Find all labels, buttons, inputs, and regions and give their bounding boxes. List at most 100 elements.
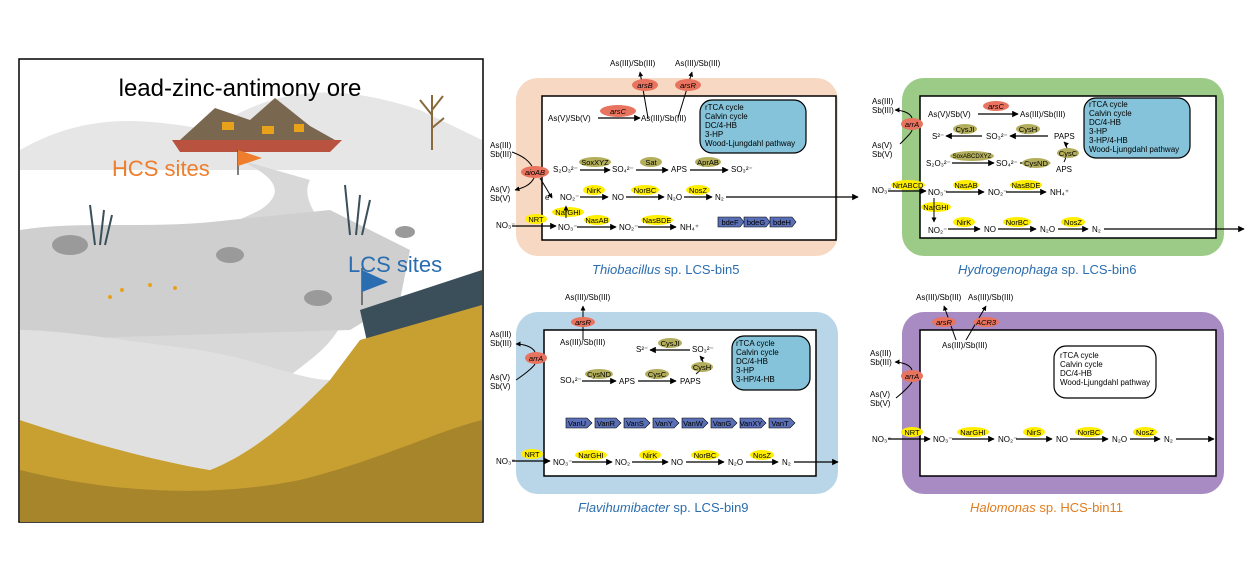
svg-text:SoxXYZ: SoxXYZ [581, 158, 609, 167]
gene-arsC [600, 105, 636, 117]
panel-flavihumibacter: rTCA cycle Calvin cycle DC/4-HB 3-HP 3-H… [490, 293, 839, 515]
svg-text:As(V)Sb(V): As(V)Sb(V) [870, 390, 891, 408]
svg-text:NorBC: NorBC [1006, 218, 1029, 227]
svg-text:S²⁻: S²⁻ [636, 345, 648, 354]
svg-text:NosZ: NosZ [753, 451, 771, 460]
svg-text:bdeF: bdeF [721, 218, 739, 227]
svg-text:PAPS: PAPS [680, 377, 701, 386]
lcs-sites-label: LCS sites [348, 252, 442, 277]
svg-text:NRT: NRT [904, 428, 920, 437]
gene-NarGHI [552, 207, 584, 217]
van-gene-arrow [768, 417, 796, 429]
svg-text:NO₂: NO₂ [615, 458, 630, 467]
svg-text:NosZ: NosZ [689, 186, 707, 195]
gene-arrA [901, 370, 923, 382]
svg-text:CysND: CysND [587, 370, 611, 379]
gene-NasAB [584, 215, 610, 225]
gene-arsB [632, 79, 658, 91]
gene-CysH [691, 362, 713, 372]
svg-text:S₂O₃²⁻: S₂O₃²⁻ [926, 159, 951, 168]
svg-text:N₂: N₂ [782, 458, 791, 467]
svg-text:NO₂⁻: NO₂⁻ [928, 226, 947, 235]
svg-text:NH₄⁺: NH₄⁺ [1050, 188, 1069, 197]
van-gene-arrow [710, 417, 738, 429]
svg-text:SO₄²⁻: SO₄²⁻ [612, 165, 634, 174]
gene-NasAB [953, 180, 979, 190]
gene-NarGHI [957, 427, 989, 437]
svg-text:arsR: arsR [575, 318, 591, 327]
gene-NirK [639, 450, 661, 460]
gene-arsR [932, 317, 956, 327]
svg-text:APS: APS [671, 165, 687, 174]
svg-text:CysND: CysND [1024, 159, 1048, 168]
svg-text:NasBDE: NasBDE [1012, 181, 1041, 190]
svg-text:CysJI: CysJI [956, 125, 975, 134]
gene-CysC [645, 369, 669, 379]
van-gene-arrow [652, 417, 680, 429]
gene-NorBC [631, 185, 659, 195]
svg-text:NO: NO [1056, 435, 1068, 444]
svg-text:NarGHI: NarGHI [923, 203, 948, 212]
gene-NorBC [691, 450, 719, 460]
svg-text:N₂: N₂ [1164, 435, 1173, 444]
svg-text:SO₃²⁻: SO₃²⁻ [692, 345, 714, 354]
svg-text:arsC: arsC [610, 107, 626, 116]
svg-text:As(III)/Sb(III): As(III)/Sb(III) [968, 293, 1014, 302]
svg-text:NRT: NRT [524, 450, 540, 459]
svg-text:NasAB: NasAB [585, 216, 608, 225]
svg-text:NO: NO [671, 458, 683, 467]
svg-text:APS: APS [1056, 165, 1072, 174]
van-gene-arrow [681, 417, 709, 429]
gene-NasBDE [641, 215, 673, 225]
gene-CysJI [953, 124, 977, 134]
lcs-flag-icon [361, 268, 388, 305]
svg-text:As(III)Sb(III): As(III)Sb(III) [872, 97, 894, 115]
hcs-flag-icon [237, 150, 262, 175]
rock-icon [304, 290, 332, 306]
gene-NRT [525, 214, 547, 224]
van-gene-label: VanT [771, 419, 789, 428]
svg-text:NO₃⁻: NO₃⁻ [553, 458, 572, 467]
panel-hydrogenophaga: rTCA cycle Calvin cycle DC/4-HB 3-HP 3-H… [872, 78, 1245, 277]
gene-NarGHI [575, 450, 607, 460]
svg-text:As(V)/Sb(V): As(V)/Sb(V) [548, 114, 591, 123]
bde-gene-cluster: bdeF bdeG bdeH [717, 216, 797, 228]
gene-CysJI [658, 338, 682, 348]
reed-icon [89, 184, 371, 246]
svg-text:arrA: arrA [905, 372, 919, 381]
gene-CysC [1057, 148, 1079, 158]
svg-text:NO₂⁻: NO₂⁻ [619, 223, 638, 232]
svg-text:PAPS: PAPS [1054, 132, 1075, 141]
pathway-box [1053, 345, 1157, 399]
svg-text:NirK: NirK [957, 218, 972, 227]
panel-halomonas: rTCA cycle Calvin cycle DC/4-HB Wood-Lju… [870, 293, 1224, 515]
gene-NRT [521, 449, 543, 459]
van-gene-label: VanG [713, 419, 732, 428]
gene-NorBC [1075, 427, 1103, 437]
van-gene-label: VanXY [740, 419, 763, 428]
svg-text:arsC: arsC [988, 102, 1004, 111]
svg-text:NRT: NRT [528, 215, 544, 224]
gene-aioAB [521, 166, 549, 178]
svg-text:As(III)/Sb(III): As(III)/Sb(III) [641, 114, 687, 123]
gene-NosZ [1061, 217, 1085, 227]
pathway-list: rTCA cycle Calvin cycle DC/4-HB 3-HP 3-H… [1089, 100, 1179, 154]
svg-text:NO₃⁻: NO₃⁻ [558, 223, 577, 232]
gene-arsR [675, 79, 701, 91]
svg-text:NarGHI: NarGHI [555, 208, 580, 217]
pathway-box [731, 335, 811, 391]
svg-text:SoxABCDXYZ: SoxABCDXYZ [953, 154, 992, 160]
svg-text:NO₃⁻: NO₃⁻ [496, 457, 515, 466]
gene-AprAB [695, 157, 721, 167]
gene-NosZ [1133, 427, 1157, 437]
van-gene-arrow [623, 417, 651, 429]
van-gene-label: VanW [683, 419, 704, 428]
arsB-export-label: As(III)/Sb(III) [610, 59, 656, 68]
bare-tree-icon [419, 95, 445, 150]
gene-NorBC [1003, 217, 1031, 227]
svg-text:NO₃⁻: NO₃⁻ [496, 221, 515, 230]
gene-NarGHI [921, 202, 951, 212]
svg-text:SO₄²⁻: SO₄²⁻ [996, 159, 1018, 168]
gene-NRT [901, 427, 923, 437]
